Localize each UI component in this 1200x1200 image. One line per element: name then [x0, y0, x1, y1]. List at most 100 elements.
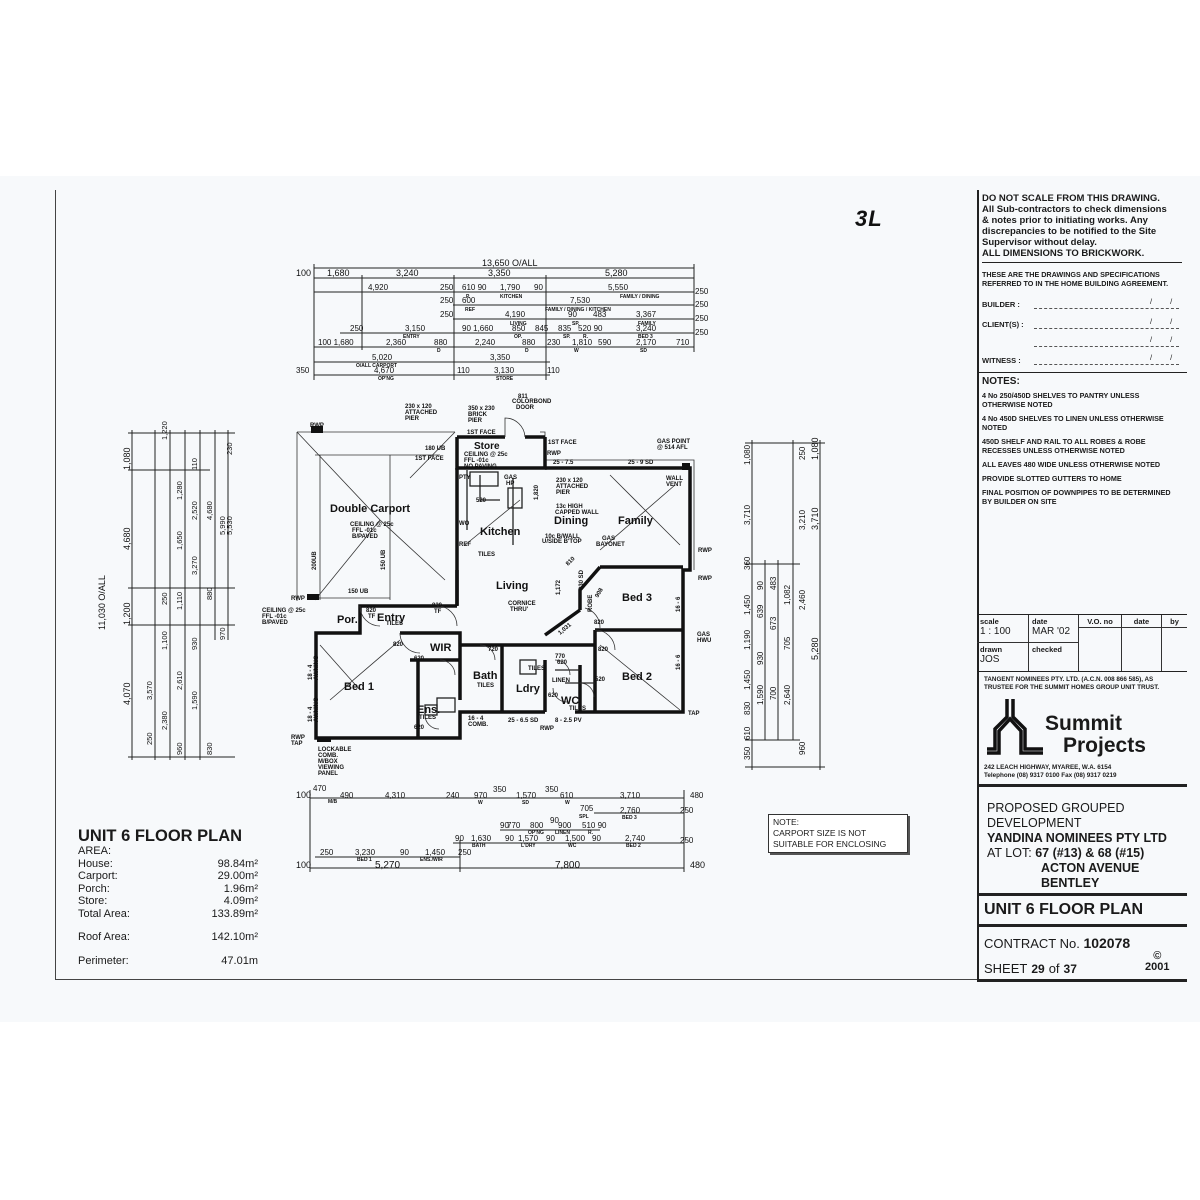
- svg-text:3,150: 3,150: [405, 324, 426, 333]
- project-details: PROPOSED GROUPED DEVELOPMENT YANDINA NOM…: [977, 784, 1187, 896]
- svg-text:5,280: 5,280: [605, 268, 628, 278]
- svg-text:3,710: 3,710: [810, 507, 820, 530]
- svg-text:FFL -01c: FFL -01c: [464, 458, 489, 464]
- svg-text:3,710: 3,710: [743, 504, 752, 525]
- svg-text:620: 620: [414, 656, 425, 662]
- svg-text:200UB: 200UB: [312, 551, 318, 570]
- svg-text:VIEWING: VIEWING: [318, 765, 344, 771]
- svg-text:820: 820: [393, 642, 404, 648]
- svg-text:820: 820: [594, 620, 605, 626]
- svg-text:3,210: 3,210: [798, 509, 807, 530]
- svg-text:1ST FACE: 1ST FACE: [467, 430, 496, 436]
- svg-text:1,820: 1,820: [534, 484, 540, 500]
- svg-text:16 - 4: 16 - 4: [468, 716, 484, 722]
- svg-text:720: 720: [488, 647, 499, 653]
- svg-text:2,170: 2,170: [636, 338, 657, 347]
- svg-text:L'DRY: L'DRY: [521, 843, 536, 849]
- svg-text:90: 90: [455, 834, 464, 843]
- svg-text:2,610: 2,610: [175, 671, 184, 690]
- svg-text:THRU': THRU': [510, 607, 529, 613]
- svg-text:TILES: TILES: [386, 621, 403, 627]
- svg-text:CEILING @ 25c: CEILING @ 25c: [464, 452, 508, 458]
- svg-text:4,070: 4,070: [122, 682, 132, 705]
- svg-text:230 x 120: 230 x 120: [556, 478, 583, 484]
- svg-text:2,740: 2,740: [625, 834, 646, 843]
- svg-text:PANEL: PANEL: [318, 771, 338, 777]
- svg-text:4,920: 4,920: [368, 283, 389, 292]
- svg-text:820: 820: [366, 608, 377, 614]
- svg-text:BED 3: BED 3: [622, 815, 637, 821]
- svg-text:WC: WC: [568, 843, 577, 849]
- svg-text:90: 90: [400, 848, 409, 857]
- svg-text:960: 960: [175, 742, 184, 755]
- svg-text:8 - 2.5 PV: 8 - 2.5 PV: [555, 718, 582, 724]
- svg-text:5,020: 5,020: [372, 353, 393, 362]
- svg-text:GAS: GAS: [602, 536, 615, 542]
- room-kitchen: Kitchen: [480, 526, 521, 538]
- svg-text:90: 90: [756, 581, 765, 590]
- svg-text:810: 810: [565, 556, 577, 568]
- svg-text:COLORBOND: COLORBOND: [512, 399, 552, 405]
- svg-text:18 - 4: 18 - 4: [308, 706, 314, 722]
- dim-overall-left: 11,030 O/ALL: [97, 575, 107, 630]
- svg-text:1,080: 1,080: [122, 447, 132, 470]
- svg-text:3,240: 3,240: [636, 324, 657, 333]
- svg-text:1,080: 1,080: [810, 437, 820, 460]
- svg-text:100: 100: [296, 860, 311, 870]
- svg-text:250: 250: [695, 287, 709, 296]
- svg-text:250: 250: [145, 732, 154, 745]
- room-family: Family: [618, 515, 654, 527]
- svg-text:250: 250: [798, 446, 807, 460]
- svg-text:TILES: TILES: [419, 715, 436, 721]
- svg-text:LINEN: LINEN: [552, 678, 570, 684]
- svg-text:TAP: TAP: [688, 711, 700, 717]
- svg-text:13c HIGH: 13c HIGH: [556, 504, 583, 510]
- svg-text:2,640: 2,640: [783, 684, 792, 705]
- svg-text:800: 800: [530, 821, 544, 830]
- svg-text:PIER: PIER: [405, 416, 420, 422]
- svg-text:830: 830: [205, 742, 214, 755]
- svg-text:590: 590: [598, 338, 612, 347]
- svg-text:2,240: 2,240: [475, 338, 496, 347]
- svg-text:RWP: RWP: [310, 423, 324, 429]
- agreement-text: THESE ARE THE DRAWINGS AND SPECIFICATION…: [982, 270, 1169, 288]
- svg-text:908: 908: [595, 587, 606, 599]
- svg-text:483: 483: [769, 576, 778, 590]
- note-item: FINAL POSITION OF DOWNPIPES TO BE DETERM…: [982, 488, 1171, 506]
- svg-text:WALL: WALL: [666, 476, 683, 482]
- svg-text:B/PAVED: B/PAVED: [352, 534, 378, 540]
- room-laundry: Ldry: [516, 683, 541, 695]
- trustee-text: TANGENT NOMINEES PTY. LTD. (A.C.N. 008 8…: [984, 676, 1160, 691]
- svg-text:90: 90: [534, 283, 543, 292]
- notes-title: NOTES:: [982, 376, 1020, 387]
- svg-text:820: 820: [598, 647, 609, 653]
- svg-text:GAS POINT: GAS POINT: [657, 439, 690, 445]
- svg-text:SD: SD: [522, 800, 529, 806]
- room-bed3: Bed 3: [622, 592, 652, 604]
- svg-text:1ST FACE: 1ST FACE: [415, 456, 444, 462]
- svg-text:240: 240: [446, 791, 460, 800]
- svg-text:1,630: 1,630: [471, 834, 492, 843]
- svg-text:BAYONET: BAYONET: [596, 542, 625, 548]
- area-row-perimeter: Perimeter:47.01m: [78, 954, 258, 967]
- svg-text:FAMILY: FAMILY: [638, 321, 657, 327]
- svg-text:3,710: 3,710: [620, 791, 641, 800]
- svg-text:1,680: 1,680: [327, 268, 350, 278]
- svg-text:COMB.: COMB.: [468, 722, 488, 728]
- svg-text:B/PAVED: B/PAVED: [262, 620, 288, 626]
- svg-text:673: 673: [769, 616, 778, 630]
- svg-text:620: 620: [557, 660, 568, 666]
- svg-text:480: 480: [690, 791, 704, 800]
- carport-note: NOTE: CARPORT SIZE IS NOT SUITABLE FOR E…: [768, 814, 908, 853]
- summit-logo-icon: [987, 699, 1043, 755]
- svg-text:REF: REF: [465, 307, 475, 313]
- svg-text:490: 490: [340, 791, 354, 800]
- svg-text:W: W: [574, 348, 579, 354]
- svg-text:350 x 230: 350 x 230: [468, 406, 495, 412]
- revision-grid: scale 1 : 100 date MAR '02 drawn JOS che…: [977, 614, 1187, 672]
- svg-text:LINEN: LINEN: [555, 830, 570, 836]
- svg-text:250: 250: [160, 592, 169, 605]
- svg-text:1,082: 1,082: [783, 584, 792, 605]
